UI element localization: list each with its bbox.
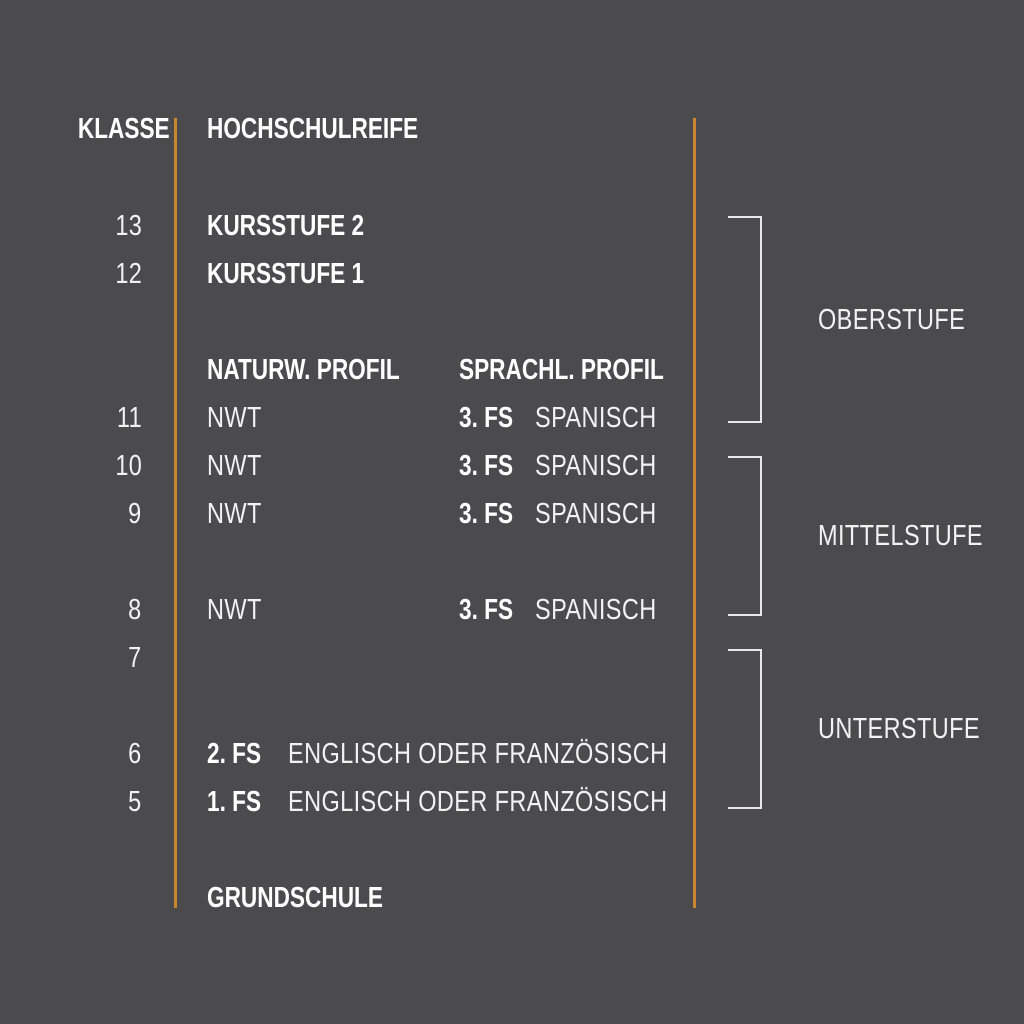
grade-9-naturw-subject: NWT [207,497,275,531]
grade-8-number: 8 [52,593,142,627]
hochschulreife-label: HOCHSCHULREIFE [207,113,419,145]
unterstufe-bracket [728,649,762,809]
right-divider-line [693,118,696,908]
sprachl-profil-label: SPRACHL. PROFIL [459,354,664,386]
grade-11-fs-text: 3. FS [459,402,514,434]
grade-9-value: 9 [128,498,142,530]
grade-5-language: ENGLISCH ODER FRANZÖSISCH [288,785,757,819]
kursstufe-2-text: KURSSTUFE 2 [207,210,365,242]
grade-5-value: 5 [128,786,142,818]
grade-7-value: 7 [128,642,142,674]
oberstufe-stage-label: OBERSTUFE [818,303,1000,337]
grade-9-language-text: SPANISCH [535,498,657,530]
grade-8-fs-label: 3. FS [459,593,528,627]
grade-6-value: 6 [128,738,142,770]
grade-6-fs-text: 2. FS [207,738,262,770]
grade-10-number: 10 [52,449,142,483]
sprachl-profil-header: SPRACHL. PROFIL [459,353,722,387]
grade-10-value: 10 [115,450,142,482]
klasse-header-label: KLASSE [77,113,170,145]
unterstufe-stage-label: UNTERSTUFE [818,712,1018,746]
grade-11-language-text: SPANISCH [535,402,657,434]
oberstufe-bracket [728,216,762,423]
grade-10-language-text: SPANISCH [535,450,657,482]
grade-11-nwt-label: NWT [207,402,262,434]
grade-10-naturw-subject: NWT [207,449,275,483]
grade-8-naturw-subject: NWT [207,593,275,627]
grundschule-label: GRUNDSCHULE [207,881,433,915]
grade-10-language: SPANISCH [535,449,685,483]
grade-12-number: 12 [52,257,142,291]
grade-9-nwt-label: NWT [207,498,262,530]
grade-9-language: SPANISCH [535,497,685,531]
grade-6-number: 6 [52,737,142,771]
grade-13-value: 13 [115,210,142,242]
grade-8-value: 8 [128,594,142,626]
grundschule-text: GRUNDSCHULE [207,882,383,914]
grade-5-number: 5 [52,785,142,819]
grade-9-fs-text: 3. FS [459,498,514,530]
oberstufe-text: OBERSTUFE [818,304,966,336]
grade-9-number: 9 [52,497,142,531]
grade-5-fs-text: 1. FS [207,786,262,818]
grade-10-fs-label: 3. FS [459,449,528,483]
grade-13-number: 13 [52,209,142,243]
grade-8-language-text: SPANISCH [535,594,657,626]
grade-11-fs-label: 3. FS [459,401,528,435]
kursstufe-1-label: KURSSTUFE 1 [207,257,408,291]
hochschulreife-title: HOCHSCHULREIFE [207,112,478,146]
grade-5-fs-label: 1. FS [207,785,276,819]
grade-10-fs-text: 3. FS [459,450,514,482]
klasse-column-header: KLASSE [52,112,170,146]
kursstufe-2-label: KURSSTUFE 2 [207,209,408,243]
grade-6-language-text: ENGLISCH ODER FRANZÖSISCH [288,738,668,770]
mittelstufe-bracket [728,456,762,616]
grade-8-language: SPANISCH [535,593,685,627]
grade-7-number: 7 [52,641,142,675]
kursstufe-1-text: KURSSTUFE 1 [207,258,365,290]
unterstufe-text: UNTERSTUFE [818,713,980,745]
grade-11-value: 11 [116,402,142,434]
naturw-profil-label: NATURW. PROFIL [207,354,400,386]
grade-9-fs-label: 3. FS [459,497,528,531]
left-divider-line [174,118,177,908]
grade-6-language: ENGLISCH ODER FRANZÖSISCH [288,737,757,771]
grade-10-nwt-label: NWT [207,450,262,482]
mittelstufe-text: MITTELSTUFE [818,520,983,552]
grade-8-nwt-label: NWT [207,594,262,626]
grade-11-number: 11 [52,401,142,435]
grade-12-value: 12 [115,258,142,290]
grade-11-language: SPANISCH [535,401,685,435]
grade-11-naturw-subject: NWT [207,401,275,435]
naturw-profil-header: NATURW. PROFIL [207,353,454,387]
grade-6-fs-label: 2. FS [207,737,276,771]
mittelstufe-stage-label: MITTELSTUFE [818,519,1022,553]
grade-8-fs-text: 3. FS [459,594,514,626]
grade-5-language-text: ENGLISCH ODER FRANZÖSISCH [288,786,668,818]
